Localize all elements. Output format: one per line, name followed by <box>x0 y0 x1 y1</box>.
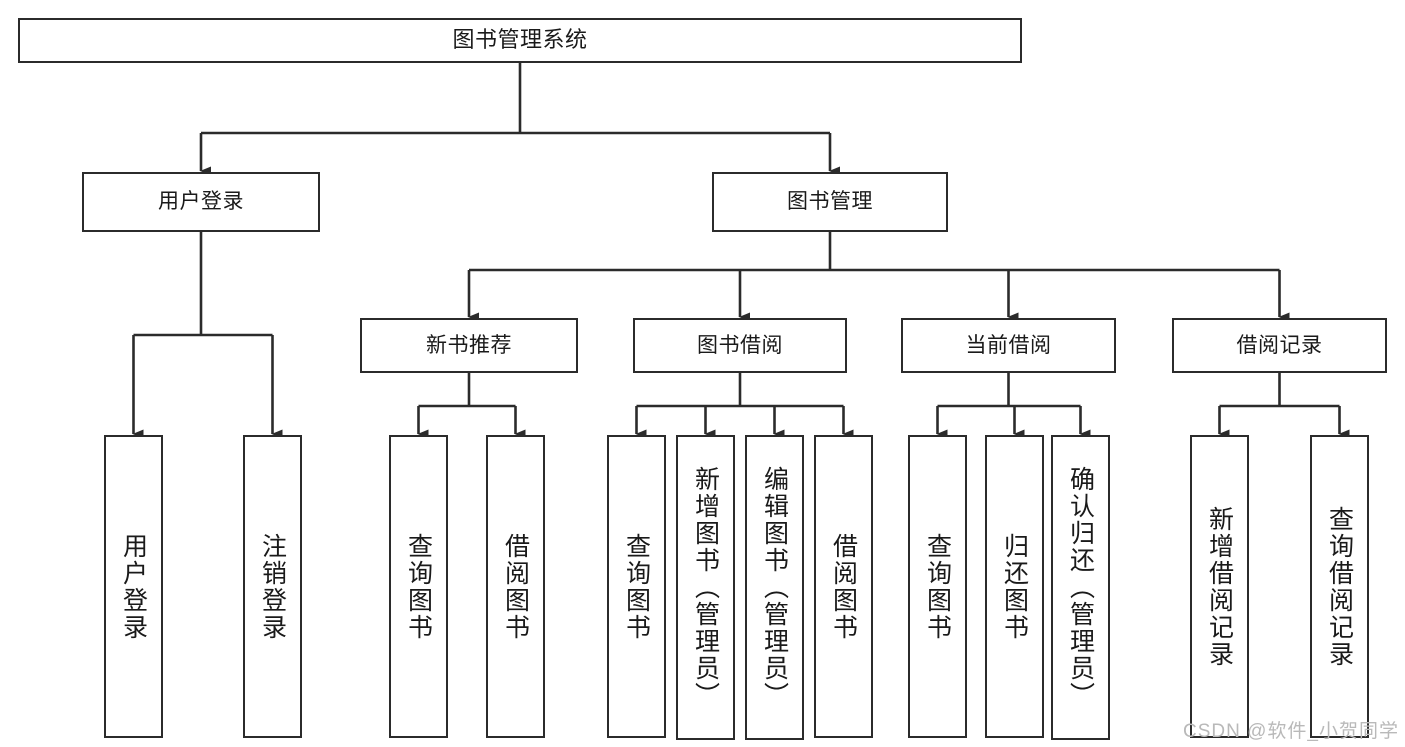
node-leaf-9[interactable]: 查询图书 <box>908 435 967 738</box>
node-label-leaf-9: 查询图书 <box>923 532 952 641</box>
node-label-leaf-5: 查询图书 <box>622 532 651 641</box>
node-label-leaf-13: 查询借阅记录 <box>1325 505 1354 668</box>
node-leaf-3[interactable]: 查询图书 <box>389 435 448 738</box>
node-label-record: 借阅记录 <box>1236 333 1323 357</box>
node-label-leaf-2: 注销登录 <box>258 532 287 641</box>
node-leaf-1[interactable]: 用户登录 <box>104 435 163 738</box>
node-leaf-11[interactable]: 确认归还（管理员） <box>1051 435 1110 740</box>
node-label-borrow: 图书借阅 <box>697 333 783 357</box>
node-label-leaf-12: 新增借阅记录 <box>1205 505 1234 668</box>
node-leaf-5[interactable]: 查询图书 <box>607 435 666 738</box>
node-login[interactable]: 用户登录 <box>82 172 320 232</box>
node-leaf-12[interactable]: 新增借阅记录 <box>1190 435 1249 738</box>
node-record[interactable]: 借阅记录 <box>1172 318 1387 373</box>
node-bookmgr[interactable]: 图书管理 <box>712 172 948 232</box>
node-root[interactable]: 图书管理系统 <box>18 18 1022 63</box>
node-label-bookmgr: 图书管理 <box>787 190 873 214</box>
node-label-leaf-3: 查询图书 <box>404 532 433 641</box>
node-label-leaf-7: 编辑图书（管理员） <box>760 466 789 709</box>
node-label-leaf-6: 新增图书（管理员） <box>691 466 720 709</box>
node-label-leaf-1: 用户登录 <box>119 532 148 641</box>
node-newbook[interactable]: 新书推荐 <box>360 318 578 373</box>
node-leaf-8[interactable]: 借阅图书 <box>814 435 873 738</box>
node-label-leaf-11: 确认归还（管理员） <box>1066 466 1095 709</box>
node-leaf-13[interactable]: 查询借阅记录 <box>1310 435 1369 738</box>
node-leaf-7[interactable]: 编辑图书（管理员） <box>745 435 804 740</box>
node-label-login: 用户登录 <box>158 190 244 214</box>
edge-layer <box>132 63 1350 439</box>
node-leaf-6[interactable]: 新增图书（管理员） <box>676 435 735 740</box>
node-label-newbook: 新书推荐 <box>426 333 512 357</box>
node-label-root: 图书管理系统 <box>452 27 588 53</box>
watermark-text: CSDN @软件_小贺同学 <box>1183 721 1399 742</box>
node-label-leaf-10: 归还图书 <box>1000 532 1029 641</box>
node-borrow[interactable]: 图书借阅 <box>633 318 847 373</box>
node-leaf-10[interactable]: 归还图书 <box>985 435 1044 738</box>
node-label-current: 当前借阅 <box>965 333 1052 357</box>
node-leaf-4[interactable]: 借阅图书 <box>486 435 545 738</box>
node-leaf-2[interactable]: 注销登录 <box>243 435 302 738</box>
node-label-leaf-8: 借阅图书 <box>829 532 858 641</box>
node-label-leaf-4: 借阅图书 <box>501 532 530 641</box>
node-current[interactable]: 当前借阅 <box>901 318 1116 373</box>
